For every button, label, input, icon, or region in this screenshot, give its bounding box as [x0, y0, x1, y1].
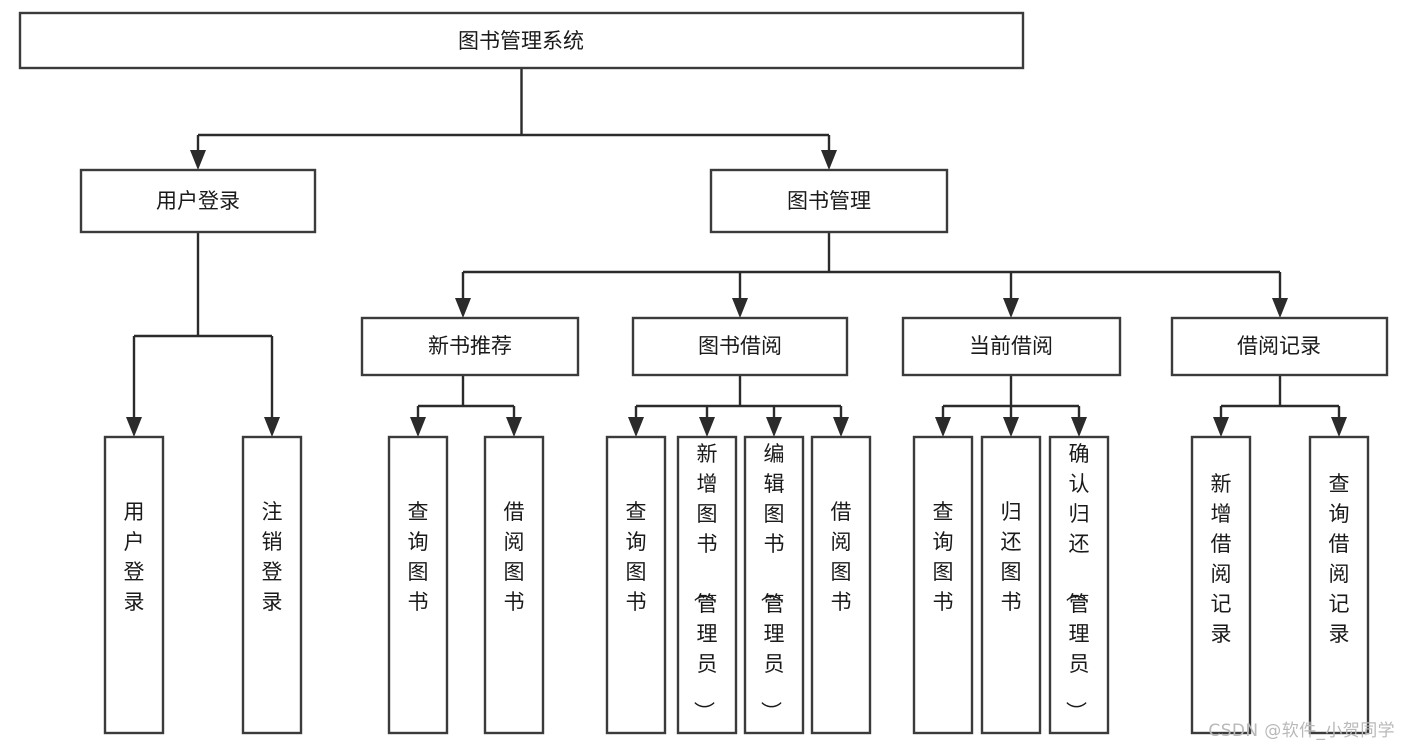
node-book-borrow-label: 图书借阅: [698, 334, 782, 358]
node-leaf-user-login-box[interactable]: [103, 435, 165, 735]
node-leaf-query-book-1-label: 查询图书: [408, 500, 429, 614]
arrow-head-leaf-query-book-3: [935, 417, 951, 437]
arrow-head-leaf-logout: [264, 417, 280, 437]
node-borrow-record-label: 借阅记录: [1237, 334, 1321, 358]
arrow-head-leaf-return-book: [1003, 417, 1019, 437]
node-leaf-add-record-box[interactable]: [1190, 435, 1252, 735]
node-root-label: 图书管理系统: [458, 29, 584, 53]
node-leaf-borrow-book-2[interactable]: 借阅图书: [810, 435, 872, 735]
node-book-manage-box[interactable]: [709, 168, 949, 234]
node-leaf-return-book-label: 归还图书: [1001, 500, 1022, 614]
node-book-borrow[interactable]: 图书借阅: [631, 316, 849, 377]
arrow-head-leaf-user-login: [126, 417, 142, 437]
node-book-manage[interactable]: 图书管理: [709, 168, 949, 234]
connector-layer: [126, 68, 1347, 437]
node-user-login-label: 用户登录: [156, 189, 240, 213]
node-leaf-query-book-3-box[interactable]: [912, 435, 974, 735]
arrow-head-new-book-rec: [455, 298, 471, 318]
node-leaf-query-book-2-label: 查询图书: [626, 500, 647, 614]
node-leaf-borrow-book-1-box[interactable]: [483, 435, 545, 735]
node-leaf-query-record-label: 查询借阅记录: [1329, 472, 1350, 646]
node-leaf-confirm-return[interactable]: 确认归还（管理员）: [1048, 435, 1110, 735]
arrow-head-book-manage: [821, 150, 837, 170]
node-leaf-query-record[interactable]: 查询借阅记录: [1308, 435, 1370, 735]
arrow-head-leaf-query-record: [1331, 417, 1347, 437]
node-current-borrow-box[interactable]: [901, 316, 1122, 377]
node-root-box[interactable]: [18, 11, 1025, 70]
node-leaf-query-record-box[interactable]: [1308, 435, 1370, 735]
node-leaf-borrow-book-2-label: 借阅图书: [831, 500, 852, 614]
arrow-head-leaf-query-book-1: [410, 417, 426, 437]
node-leaf-add-record[interactable]: 新增借阅记录: [1190, 435, 1252, 735]
node-leaf-user-login-label: 用户登录: [124, 500, 145, 614]
node-leaf-confirm-return-label: 确认归还（管理员）: [1064, 442, 1090, 722]
arrow-head-leaf-add-record: [1213, 417, 1229, 437]
node-leaf-edit-book-box[interactable]: [743, 435, 805, 735]
arrow-head-current-borrow: [1003, 298, 1019, 318]
node-leaf-return-book[interactable]: 归还图书: [980, 435, 1042, 735]
node-leaf-query-book-3[interactable]: 查询图书: [912, 435, 974, 735]
node-user-login-box[interactable]: [79, 168, 317, 234]
node-leaf-return-book-box[interactable]: [980, 435, 1042, 735]
node-leaf-edit-book[interactable]: 编辑图书（管理员）: [743, 435, 805, 735]
node-leaf-query-book-2[interactable]: 查询图书: [605, 435, 667, 735]
node-root[interactable]: 图书管理系统: [18, 11, 1025, 70]
node-leaf-confirm-return-box[interactable]: [1048, 435, 1110, 735]
node-leaf-query-book-1[interactable]: 查询图书: [387, 435, 449, 735]
node-leaf-logout-label: 注销登录: [262, 500, 283, 614]
node-leaf-borrow-book-2-box[interactable]: [810, 435, 872, 735]
arrow-head-leaf-query-book-2: [628, 417, 644, 437]
arrow-head-book-borrow: [732, 298, 748, 318]
node-leaf-logout-box[interactable]: [241, 435, 303, 735]
node-user-login[interactable]: 用户登录: [79, 168, 317, 234]
arrow-head-leaf-borrow-book-1: [506, 417, 522, 437]
node-leaf-borrow-book-1[interactable]: 借阅图书: [483, 435, 545, 735]
node-leaf-user-login[interactable]: 用户登录: [103, 435, 165, 735]
node-leaf-add-book[interactable]: 新增图书（管理员）: [676, 435, 738, 735]
node-book-manage-label: 图书管理: [787, 189, 871, 213]
node-leaf-add-book-label: 新增图书（管理员）: [692, 442, 718, 722]
node-leaf-add-book-box[interactable]: [676, 435, 738, 735]
node-book-borrow-box[interactable]: [631, 316, 849, 377]
node-leaf-borrow-book-1-label: 借阅图书: [504, 500, 525, 614]
node-leaf-edit-book-label: 编辑图书（管理员）: [759, 442, 785, 722]
arrow-head-borrow-record: [1272, 298, 1288, 318]
arrow-head-leaf-borrow-book-2: [833, 417, 849, 437]
node-new-book-rec-box[interactable]: [360, 316, 580, 377]
node-leaf-logout[interactable]: 注销登录: [241, 435, 303, 735]
node-leaf-query-book-3-label: 查询图书: [933, 500, 954, 614]
arrow-head-leaf-edit-book: [766, 417, 782, 437]
arrow-head-leaf-add-book: [699, 417, 715, 437]
arrow-head-user-login: [190, 150, 206, 170]
node-new-book-rec[interactable]: 新书推荐: [360, 316, 580, 377]
node-borrow-record[interactable]: 借阅记录: [1170, 316, 1389, 377]
node-new-book-rec-label: 新书推荐: [428, 334, 512, 358]
node-leaf-query-book-1-box[interactable]: [387, 435, 449, 735]
node-leaf-query-book-2-box[interactable]: [605, 435, 667, 735]
node-leaf-add-record-label: 新增借阅记录: [1211, 472, 1232, 646]
node-current-borrow-label: 当前借阅: [969, 334, 1053, 358]
node-borrow-record-box[interactable]: [1170, 316, 1389, 377]
arrow-head-leaf-confirm-return: [1071, 417, 1087, 437]
node-current-borrow[interactable]: 当前借阅: [901, 316, 1122, 377]
